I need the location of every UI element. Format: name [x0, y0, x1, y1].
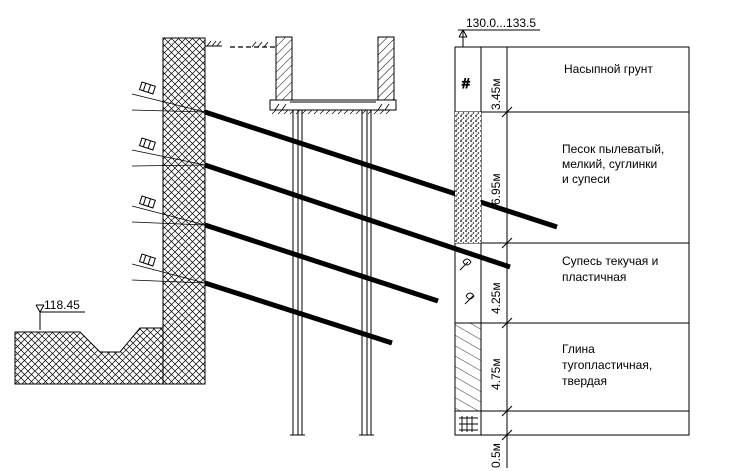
layer-4-thickness: 4.75м [489, 358, 503, 390]
elevation-marker-bottom [35, 304, 85, 330]
sandy-loam-symbols [459, 258, 475, 305]
layer-2-description-line-3: и супеси [562, 172, 610, 186]
anchor-head-1 [138, 81, 156, 95]
anchor-3 [131, 195, 439, 304]
layer-4-description-line-1: Глина [562, 342, 595, 356]
layer-3-description-line-1: Супесь текучая и [562, 254, 658, 268]
anchor-1 [131, 81, 558, 230]
sand-layer-fill [455, 112, 481, 243]
fill-soil-symbol: # [462, 75, 470, 91]
elevation-top-label: 130.0...133.5 [466, 16, 536, 30]
layer-4-description-line-2: тугопластичная, [562, 358, 652, 372]
layer-2-description-line-1: Песок пылеватый, [562, 142, 664, 156]
ground-surface-marker-left [205, 40, 222, 47]
piles [290, 110, 374, 436]
anchor-head-2 [138, 137, 156, 151]
layer-1-description-line-1: Насыпной грунт [564, 62, 653, 76]
base-layer-symbols [459, 416, 478, 432]
anchor-2 [131, 137, 511, 270]
layer-2-thickness: 6.95м [489, 173, 503, 205]
adjacent-building-foundation [230, 36, 397, 115]
anchor-head-4 [138, 253, 156, 267]
diaphragm-wall [162, 37, 206, 385]
borehole-column: # [454, 29, 690, 468]
anchor-head-3 [138, 195, 156, 209]
anchors [131, 81, 558, 346]
layer-4-description-line-3: твердая [562, 374, 607, 388]
excavation-bottom-soil [14, 327, 164, 385]
layer-1-thickness: 3.45м [489, 78, 503, 110]
layer-3-description-line-2: пластичная [562, 270, 626, 284]
layer-3-thickness: 4.25м [489, 282, 503, 314]
clay-layer-fill [455, 323, 481, 411]
elevation-bottom-label: 118.45 [44, 298, 80, 312]
layer-5-thickness: 0.5м [489, 443, 503, 468]
layer-2-description-line-2: мелкий, суглинки [562, 157, 657, 171]
